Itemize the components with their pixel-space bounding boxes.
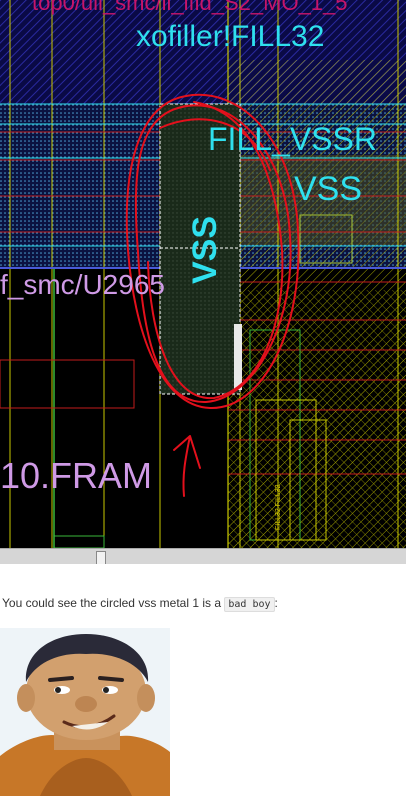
yellow-crosshatch-region — [228, 290, 406, 548]
annotation-arrow — [173, 435, 201, 497]
vss-metal1-strip — [160, 104, 240, 394]
meme-image — [0, 628, 170, 796]
layout-canvas: top0/ull_smc/ll_lfld_S2_MO_1_5 xofiller!… — [0, 0, 406, 549]
caption-text-1: You could see the circled — [2, 596, 135, 610]
vertical-small-label: FILL32 FILL32 — [275, 484, 282, 530]
caption-metal: vss — [138, 596, 157, 610]
vss-metal-label: VSS — [186, 216, 224, 284]
caption-text-3: : — [274, 596, 278, 610]
layout-view[interactable]: top0/ull_smc/ll_lfld_S2_MO_1_5 xofiller!… — [0, 0, 406, 564]
caption-code: bad boy — [224, 597, 275, 612]
annotation-circle — [125, 93, 300, 410]
frame-label: 10.FRAM — [0, 455, 152, 496]
instance-label: f_smc/U2965 — [0, 269, 165, 300]
smirking-cartoon-face-icon — [0, 628, 170, 796]
via-marker — [234, 324, 242, 390]
caption: You could see the circled vss metal 1 is… — [2, 596, 278, 612]
filler-cell-label: xofiller!FILL32 — [136, 20, 324, 53]
caption-text-2: metal 1 is a — [159, 596, 222, 610]
horizontal-scrollbar[interactable] — [0, 548, 406, 564]
scrollbar-thumb[interactable] — [96, 551, 106, 564]
vss-right-label: VSS — [294, 170, 362, 208]
top-path-label: top0/ull_smc/ll_lfld_S2_MO_1_5 — [32, 0, 348, 15]
fill-net-label: FILL_VSSR — [208, 121, 377, 157]
